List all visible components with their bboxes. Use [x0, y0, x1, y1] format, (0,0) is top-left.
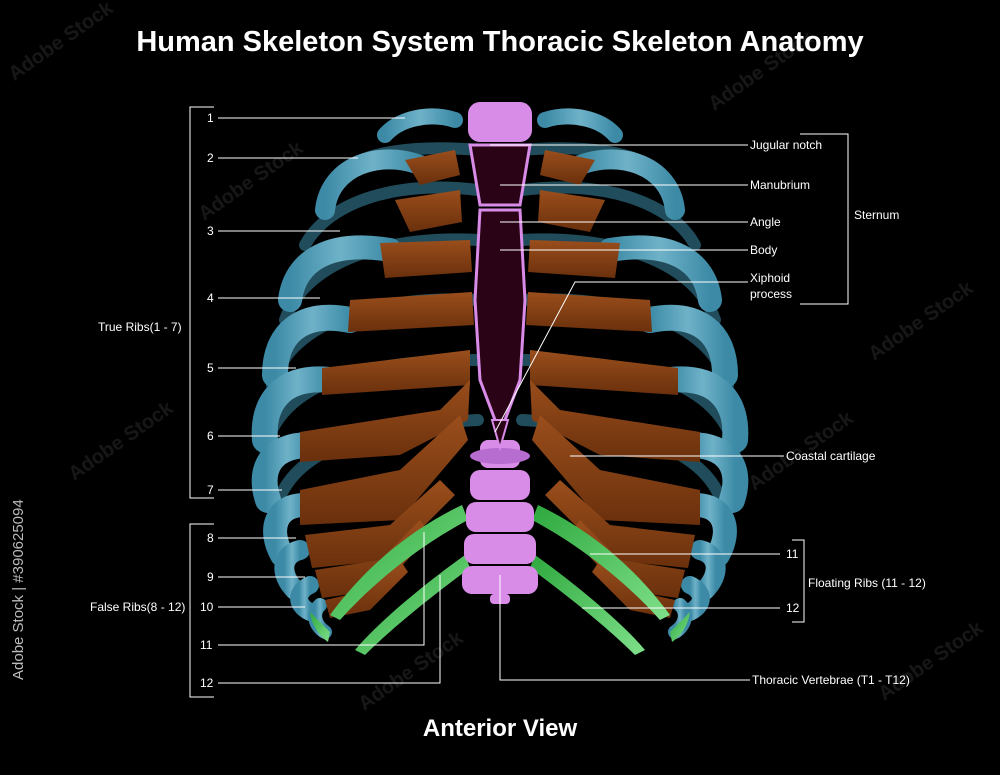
rib-number-4: 4: [207, 291, 214, 305]
rib-number-5: 5: [207, 361, 214, 375]
stock-id-text: Adobe Stock | #390625094: [10, 499, 27, 680]
jugular-notch-label: Jugular notch: [750, 138, 823, 152]
rib-number-9: 9: [207, 570, 214, 584]
rib-number-6: 6: [207, 429, 214, 443]
xiphoid-shape: [490, 419, 510, 452]
rib-number-11: 11: [200, 638, 213, 652]
coastal-cartilage-label: Coastal cartilage: [786, 449, 876, 463]
manubrium-shape: [468, 143, 532, 207]
sternum-label: Sternum: [854, 208, 900, 222]
costal-cartilage-left: [300, 150, 474, 618]
manubrium-label: Manubrium: [750, 178, 811, 192]
leader-lines: [189, 106, 849, 698]
xiphoid-label-line2: process: [750, 287, 793, 301]
sternal-body-shape: [473, 208, 527, 441]
diagram-title: Human Skeleton System Thoracic Skeleton …: [136, 26, 864, 58]
thoracic-vertebrae: [462, 102, 538, 604]
floating-rib-number-12: 12: [786, 601, 800, 615]
floating-rib-number-11: 11: [786, 547, 799, 561]
rib-number-8: 8: [207, 531, 214, 545]
false-ribs-label: False Ribs(8 - 12): [90, 600, 186, 614]
rib-number-10: 10: [200, 600, 214, 614]
sternum: [468, 143, 532, 452]
rib-number-3: 3: [207, 224, 214, 238]
rib-number-2: 2: [207, 151, 214, 165]
floating-ribs-label: Floating Ribs (11 - 12): [808, 576, 926, 590]
rib-number-7: 7: [207, 483, 214, 497]
xiphoid-label-line1: Xiphoid: [750, 271, 791, 285]
rib-number-12: 12: [200, 676, 214, 690]
true-ribs-label: True Ribs(1 - 7): [98, 320, 182, 334]
view-label: Anterior View: [422, 715, 578, 742]
body-label: Body: [750, 243, 778, 257]
thoracic-vertebrae-label: Thoracic Vertebrae (T1 - T12): [752, 673, 910, 687]
rib-number-1: 1: [207, 111, 214, 125]
angle-label: Angle: [750, 215, 781, 229]
floating-ribs: [310, 505, 690, 655]
